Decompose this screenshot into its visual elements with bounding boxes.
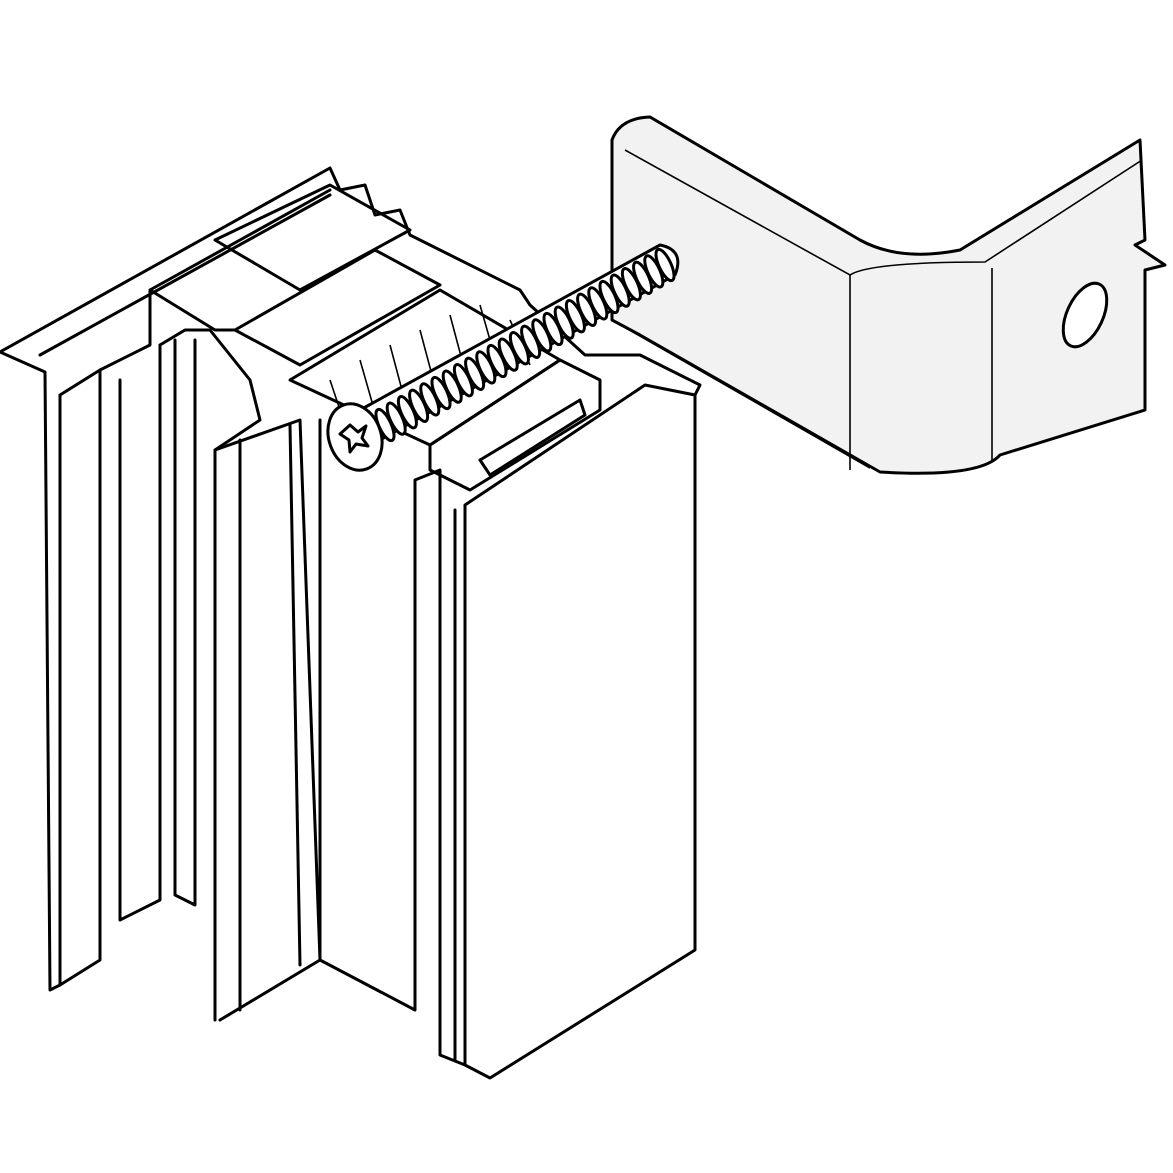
screw-thread xyxy=(374,247,676,443)
screw xyxy=(326,243,680,472)
thread-ridge xyxy=(654,247,676,283)
mounting-bracket xyxy=(610,115,1167,475)
torx-drive-icon xyxy=(338,423,370,454)
screw-head xyxy=(326,402,384,472)
window-profile xyxy=(0,166,702,1080)
bracket-hole xyxy=(1061,281,1109,349)
